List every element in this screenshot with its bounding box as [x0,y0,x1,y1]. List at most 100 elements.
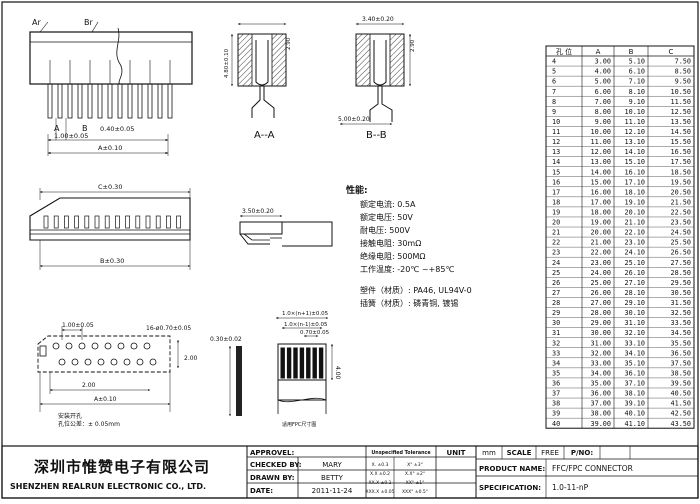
fpc-trace [306,347,311,379]
dim-fpc-2: 1.0×(n-1)±0.05 [284,322,328,328]
table-cell: 26 [552,279,560,287]
table-cell: 7.50 [675,58,691,66]
table-cell: 35.00 [591,380,611,388]
contact-slot [104,215,110,229]
table-cell: 18 [552,198,560,206]
pcb-hole [65,342,73,350]
connector-pin [77,83,83,119]
drawn-label: DRAWN BY: [250,474,295,482]
contact-slot [64,215,69,229]
approved-label: APPROVEL: [250,449,294,457]
table-cell: 12.10 [625,128,645,136]
table-cell: 41.50 [671,400,691,408]
table-cell: 40 [552,420,560,428]
dim-c-front: C±0.30 [98,183,122,191]
table-cell: 31.00 [591,339,611,347]
top-view [29,21,193,156]
connector-pin [47,83,53,119]
table-cell: 32.10 [625,329,645,337]
table-cell: 15.50 [671,138,691,146]
contact-slot [115,215,120,229]
table-cell: 23 [552,249,560,257]
table-cell: 24.10 [625,249,645,257]
table-cell: 10 [552,118,560,126]
pcb-holes [52,342,157,366]
connector-pin [167,83,173,119]
dim-fpc-1: 1.0×(n+1)±0.05 [282,311,329,317]
table-cell: 27.00 [591,299,611,307]
table-cell: 28.10 [625,289,645,297]
table-cell: 19.50 [671,178,691,186]
front-slots [43,215,181,229]
table-cell: 32 [552,339,560,347]
table-cell: 36.00 [591,390,611,398]
table-cell: 28 [552,299,560,307]
table-cell: 24.00 [591,269,611,277]
dim-a-top: A±0.10 [98,144,122,152]
front-view [29,188,191,270]
pcb-hole [130,342,138,350]
table-cell: 30 [552,319,560,327]
table-cell: 11 [552,128,560,136]
table-cell: 37.10 [625,380,645,388]
table-cell: 28.50 [671,269,691,277]
pno-label: P/NO: [571,449,593,457]
contact-slot [145,215,151,229]
connector-body-top [29,31,193,85]
tolerance-cell: X.X ±0.2 [370,471,390,477]
contact-slot [84,215,90,229]
scale-value: FREE [541,449,559,457]
dim-pin-width: 0.40±0.05 [100,125,134,133]
dim-pitch-top: 1.00±0.05 [54,132,88,140]
checked-label: CHECKED BY: [250,461,302,469]
table-cell: 17 [552,188,560,196]
spec-line: 工作温度: -20℃ ~+85℃ [360,264,454,274]
dim-pcb-pitch: 1.00±0.05 [62,322,94,329]
table-cell: 23.00 [591,259,611,267]
pcb-layout-view [37,326,179,412]
table-cell: 13.10 [625,138,645,146]
table-cell: 38.50 [671,369,691,377]
fpc-trace [293,347,298,379]
caption-section-b: B--B [366,130,387,141]
pcb-hole [52,342,60,350]
table-cell: 29.00 [591,319,611,327]
table-cell: 27.50 [671,259,691,267]
table-cell: 23.50 [671,219,691,227]
table-cell: 27.10 [625,279,645,287]
table-cell: 20.00 [591,229,611,237]
table-cell: 21.50 [671,198,691,206]
spec-line: 额定电压: 50V [360,212,413,222]
spec-value: 1.0-11-nP [552,483,589,492]
table-cell: 36.50 [671,349,691,357]
connector-pin [107,83,113,119]
tolerance-title: Unspecified Tolerance [371,450,431,456]
table-cell: 36 [552,380,560,388]
table-cell: 35.10 [625,359,645,367]
date-label: DATE: [250,487,273,495]
fpc-trace [318,347,324,379]
table-cell: 38.10 [625,390,645,398]
table-cell: 19 [552,209,560,217]
pcb-note-2: 孔位公差：± 0.05mm [58,420,120,428]
table-cell: 19.10 [625,198,645,206]
label-a-bottom: A [54,124,60,133]
fpc-trace [312,347,317,379]
table-cell: 9.00 [595,118,611,126]
table-cell: 20.10 [625,209,645,217]
table-cell: 17.00 [591,198,611,206]
scale-label: SCALE [507,449,532,457]
table-cell: 6.10 [629,68,645,76]
pcb-hole [117,342,125,350]
table-cell: 22.50 [671,209,691,217]
pcb-hole [78,342,86,350]
table-cell: 26.50 [671,249,691,257]
dim-pcb-row: 2.00 [82,382,96,389]
table-cell: 39.50 [671,380,691,388]
label-ar: Ar [32,18,41,27]
table-cell: 9.50 [675,78,691,86]
table-cell: 7 [552,88,556,96]
dim-fpc-right: 4.00 [334,366,341,380]
